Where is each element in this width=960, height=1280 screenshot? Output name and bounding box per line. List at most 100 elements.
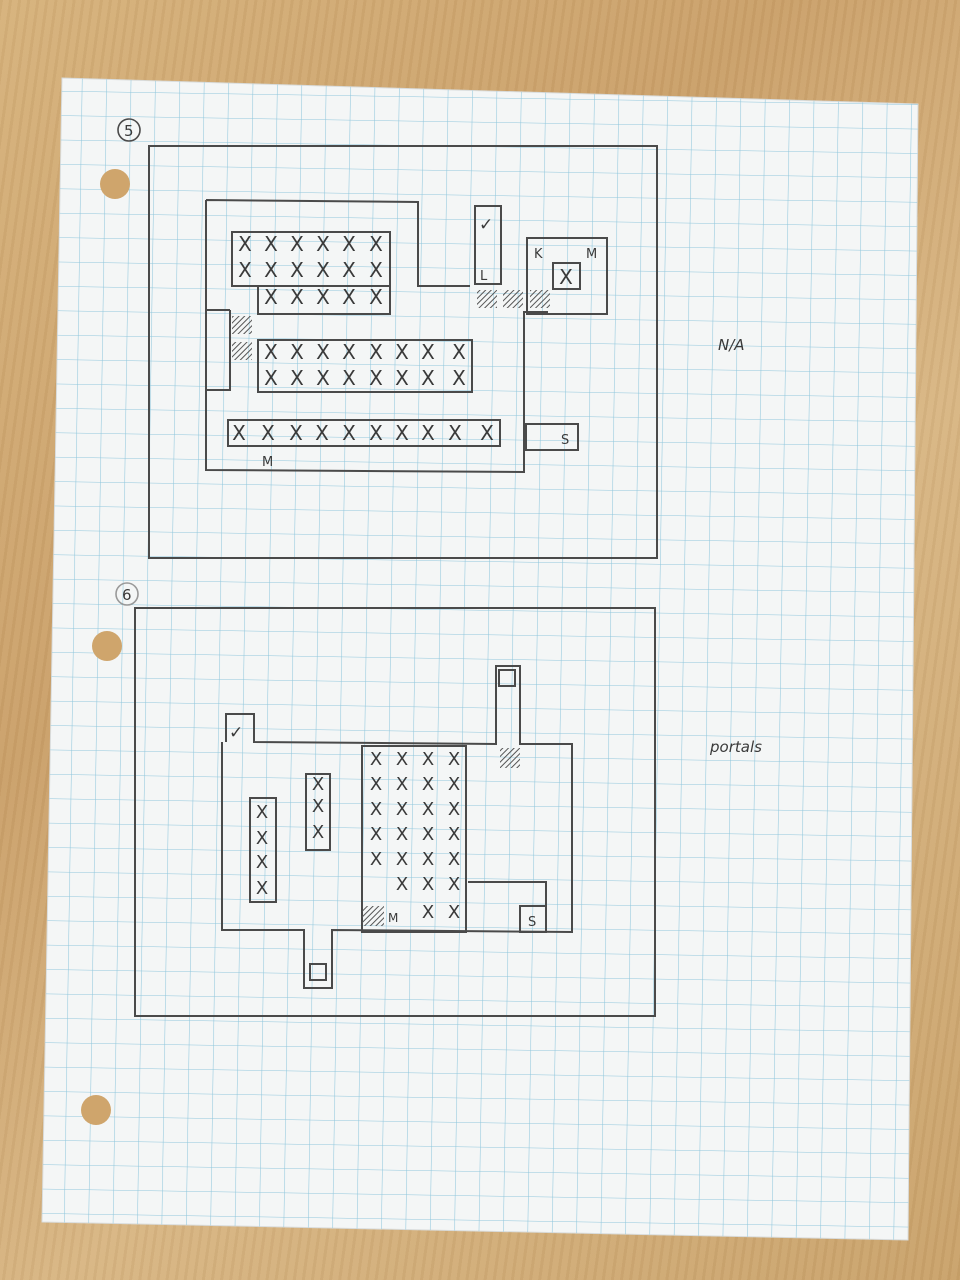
level-6-blocked-x: X [448, 849, 460, 870]
level-5-blocked-x: X [316, 340, 330, 364]
level-5-blocked-x: X [316, 258, 330, 282]
level-5-map [117, 118, 658, 559]
level-6-blocked-x: X [422, 902, 434, 923]
level-5-blocked-x: X [238, 258, 252, 282]
level-6-blocked-x: X [312, 774, 324, 795]
level-5-blocked-x: X [452, 340, 466, 364]
level-5-hatch-b [232, 342, 252, 360]
level-6-blocked-x: X [256, 828, 268, 849]
level-5-room-right [526, 237, 608, 315]
level-6-blocked-x: X [396, 749, 408, 770]
level-5-blocked-x: X [369, 232, 383, 256]
level-5-blocked-x: X [315, 421, 329, 445]
level-6-blocked-x: X [370, 799, 382, 820]
level-6-check-mark: ✓ [229, 723, 243, 743]
binder-hole-bottom [81, 1095, 111, 1125]
level-5-blocked-x: X [421, 366, 435, 390]
level-6-blocked-x: X [422, 849, 434, 870]
level-6-blocked-x: X [396, 799, 408, 820]
level-5-blocked-x: X [316, 366, 330, 390]
level-6-blocked-x: X [396, 774, 408, 795]
level-5-blocked-x: X [480, 421, 494, 445]
level-5-blocked-x: X [395, 366, 409, 390]
level-5-blocked-x: X [342, 421, 356, 445]
level-5-room-walls [205, 199, 548, 474]
level-6-x-column-mid [305, 773, 331, 851]
level-5-blocked-x: X [290, 258, 304, 282]
level-5-blocked-x: X [342, 285, 356, 309]
level-6-room-walls [221, 665, 573, 989]
level-5-x-block-middle [257, 339, 473, 393]
level-5-blocked-x: X [264, 366, 278, 390]
level-6-blocked-x: X [422, 749, 434, 770]
level-6-blocked-x: X [422, 824, 434, 845]
level-5-blocked-x: X [232, 421, 246, 445]
level-5-blocked-x: X [369, 366, 383, 390]
level-5-blocked-x: X [421, 340, 435, 364]
level-5-corridor-start [525, 423, 579, 451]
level-5-x-block-room [552, 262, 581, 290]
level-5-blocked-x: X [238, 232, 252, 256]
level-5-blocked-x: X [559, 265, 573, 289]
level-5-blocked-x: X [264, 285, 278, 309]
level-6-hatch-a [500, 748, 520, 768]
level-5-hatches [232, 290, 550, 360]
level-5-blocked-x: X [342, 258, 356, 282]
level-5-blocked-x: X [261, 421, 275, 445]
level-5-blocked-x: X [290, 340, 304, 364]
level-5-lever-mark: L [480, 269, 488, 284]
level-5-blocked-x: X [369, 258, 383, 282]
level-6-blocked-x: X [448, 874, 460, 895]
level-5-x-block-bottom [227, 419, 501, 447]
level-6-blocked-x: X [448, 902, 460, 923]
level-5-blocked-x: X [395, 340, 409, 364]
level-5-check-mark: ✓ [479, 215, 493, 235]
level-5-blocked-x: X [264, 258, 278, 282]
level-6-number: 6 [122, 586, 132, 604]
level-5-monster-mark-bottom: M [262, 455, 273, 470]
level-5-blocked-x: X [342, 366, 356, 390]
binder-hole-top [100, 169, 130, 199]
level-5-blocked-x: X [369, 421, 383, 445]
level-6-inner-ledge [468, 881, 547, 906]
level-6-blocked-x: X [448, 824, 460, 845]
level-5-blocked-x: X [264, 340, 278, 364]
level-6-portal-top [498, 669, 516, 687]
level-5-hatch-a [232, 316, 252, 334]
paper-grid [42, 78, 918, 1240]
level-6-map [115, 582, 656, 1017]
level-6-blocked-x: X [448, 799, 460, 820]
level-6-blocked-x: X [370, 824, 382, 845]
level-6-blocked-x: X [370, 749, 382, 770]
level-6-hatches [362, 748, 520, 926]
level-5-blocked-x: X [342, 232, 356, 256]
level-5-blocked-x: X [289, 421, 303, 445]
level-6-blocked-x: X [370, 849, 382, 870]
level-6-blocked-x: X [396, 849, 408, 870]
level-5-blocked-x: X [316, 232, 330, 256]
level-5-blocked-x: X [395, 421, 409, 445]
level-5-blocked-x: X [369, 285, 383, 309]
level-6-blocked-x: X [312, 796, 324, 817]
level-5-blocked-x: X [316, 285, 330, 309]
level-6-x-block-main [361, 745, 467, 933]
level-6-hatch-b [362, 906, 384, 926]
level-5-blocked-x: X [452, 366, 466, 390]
level-6-monster-mark: M [388, 911, 398, 925]
level-6-blocked-x: X [448, 774, 460, 795]
level-6-outer-border [134, 607, 656, 1017]
level-6-blocked-x: X [396, 874, 408, 895]
level-5-monster-mark-room: M [586, 247, 597, 262]
level-6-blocked-x: X [422, 799, 434, 820]
level-5-blocked-x: X [290, 366, 304, 390]
level-6-blocked-x: X [422, 774, 434, 795]
level-5-blocked-x: X [290, 285, 304, 309]
level-5-number-circle [117, 118, 141, 142]
level-5-x-block-upper-low [257, 285, 391, 315]
level-6-start-mark: S [528, 915, 536, 930]
level-5-hatch-c [477, 290, 497, 308]
level-6-blocked-x: X [396, 824, 408, 845]
